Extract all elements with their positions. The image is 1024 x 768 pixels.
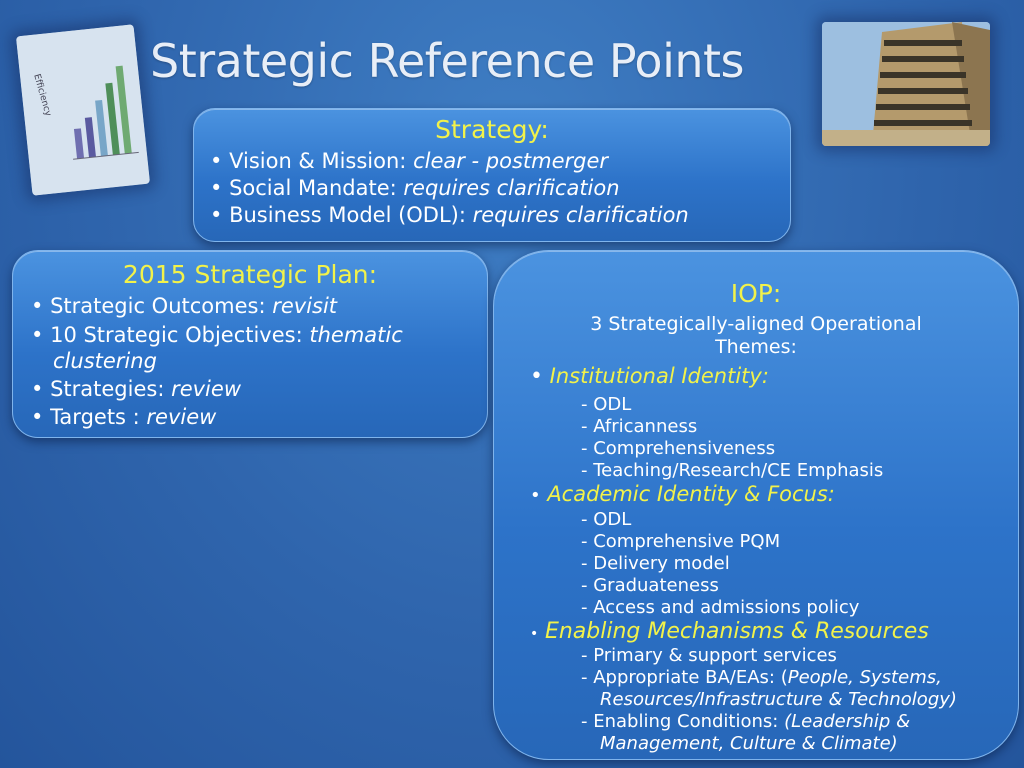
bullet: • xyxy=(530,364,543,389)
theme-institutional-identity: • Institutional Identity: xyxy=(530,364,769,389)
theme-item-continued: Resources/Infrastructure & Technology) xyxy=(600,689,957,710)
chart-thumbnail-image: Efficiency xyxy=(15,24,151,196)
strategic-plan-panel: 2015 Strategic Plan: • Strategic Outcome… xyxy=(12,250,488,438)
plan-item-label: Targets : xyxy=(50,405,147,429)
plan-item-value: revisit xyxy=(272,294,338,318)
iop-heading: IOP: xyxy=(730,279,782,308)
theme-item: - Access and admissions policy xyxy=(581,597,860,618)
bullet: • xyxy=(210,203,223,227)
theme-item: - Africanness xyxy=(581,416,698,437)
iop-subtitle-line2: Themes: xyxy=(715,336,797,358)
theme-item: - Appropriate BA/EAs: (People, Systems, xyxy=(581,667,942,688)
plan-item-objectives: • 10 Strategic Objectives: thematic xyxy=(31,323,403,347)
strategy-item-value: requires clarification xyxy=(403,176,620,200)
building-icon xyxy=(822,22,990,146)
iop-subtitle-line1: 3 Strategically-aligned Operational xyxy=(590,313,922,335)
bullet: • xyxy=(31,405,44,429)
theme-enabling-mechanisms: • Enabling Mechanisms & Resources xyxy=(530,619,929,644)
theme-item-continued: Management, Culture & Climate) xyxy=(600,733,898,754)
theme-item: - Graduateness xyxy=(581,575,719,596)
theme-title: Institutional Identity: xyxy=(549,364,769,388)
plan-item-strategies: • Strategies: review xyxy=(31,377,241,401)
theme-item-italic: (Leadership & xyxy=(784,711,911,732)
plan-item-value: review xyxy=(146,405,217,429)
plan-item-value: review xyxy=(171,377,241,401)
theme-item-italic: Management, Culture & Climate) xyxy=(600,733,898,754)
strategy-item-label: Business Model (ODL): xyxy=(229,203,473,227)
theme-title: Academic Identity & Focus: xyxy=(547,482,835,506)
plan-item-objectives-continued: clustering xyxy=(53,349,157,373)
page-title: Strategic Reference Points xyxy=(150,34,745,88)
bullet: • xyxy=(31,323,44,347)
strategy-item-value: requires clarification xyxy=(472,203,689,227)
bullet: • xyxy=(530,485,541,506)
theme-item: - Comprehensive PQM xyxy=(581,531,781,552)
theme-item: - ODL xyxy=(581,394,632,415)
bullet: • xyxy=(530,626,539,642)
strategy-item-label: Social Mandate: xyxy=(229,176,404,200)
theme-item-text: - Enabling Conditions: xyxy=(581,711,785,732)
theme-title: Enabling Mechanisms & Resources xyxy=(544,619,929,644)
theme-academic-identity: • Academic Identity & Focus: xyxy=(530,482,835,506)
plan-item-value-continued: clustering xyxy=(53,349,157,373)
theme-item-text: - Appropriate BA/EAs: ( xyxy=(581,667,788,688)
theme-item: - Primary & support services xyxy=(581,645,837,666)
strategy-item-label: Vision & Mission: xyxy=(229,149,414,173)
theme-item: - Enabling Conditions: (Leadership & xyxy=(581,711,910,732)
building-thumbnail-image xyxy=(822,22,990,146)
strategy-item-mandate: • Social Mandate: requires clarification xyxy=(210,176,620,200)
strategy-item-value: clear - postmerger xyxy=(413,149,609,173)
plan-heading: 2015 Strategic Plan: xyxy=(122,260,378,289)
bullet: • xyxy=(31,294,44,318)
plan-item-label: Strategic Outcomes: xyxy=(50,294,273,318)
plan-item-label: 10 Strategic Objectives: xyxy=(50,323,310,347)
theme-item: - Delivery model xyxy=(581,553,730,574)
plan-item-label: Strategies: xyxy=(50,377,172,401)
iop-panel: IOP: 3 Strategically-aligned Operational… xyxy=(493,250,1019,760)
strategy-item-vision: • Vision & Mission: clear - postmerger xyxy=(210,149,608,173)
theme-item: - Comprehensiveness xyxy=(581,438,776,459)
plan-item-value: thematic xyxy=(309,323,403,347)
theme-item: - Teaching/Research/CE Emphasis xyxy=(581,460,884,481)
theme-item-italic: People, Systems, xyxy=(787,667,942,688)
bar-chart-icon: Efficiency xyxy=(15,24,151,196)
bullet: • xyxy=(31,377,44,401)
plan-item-outcomes: • Strategic Outcomes: revisit xyxy=(31,294,337,318)
strategy-panel: Strategy: • Vision & Mission: clear - po… xyxy=(193,108,791,242)
bullet: • xyxy=(210,176,223,200)
strategy-heading: Strategy: xyxy=(435,115,549,144)
bullet: • xyxy=(210,149,223,173)
theme-item: - ODL xyxy=(581,509,632,530)
plan-item-targets: • Targets : review xyxy=(31,405,216,429)
strategy-item-business-model: • Business Model (ODL): requires clarifi… xyxy=(210,203,689,227)
theme-item-italic: Resources/Infrastructure & Technology) xyxy=(600,689,957,710)
